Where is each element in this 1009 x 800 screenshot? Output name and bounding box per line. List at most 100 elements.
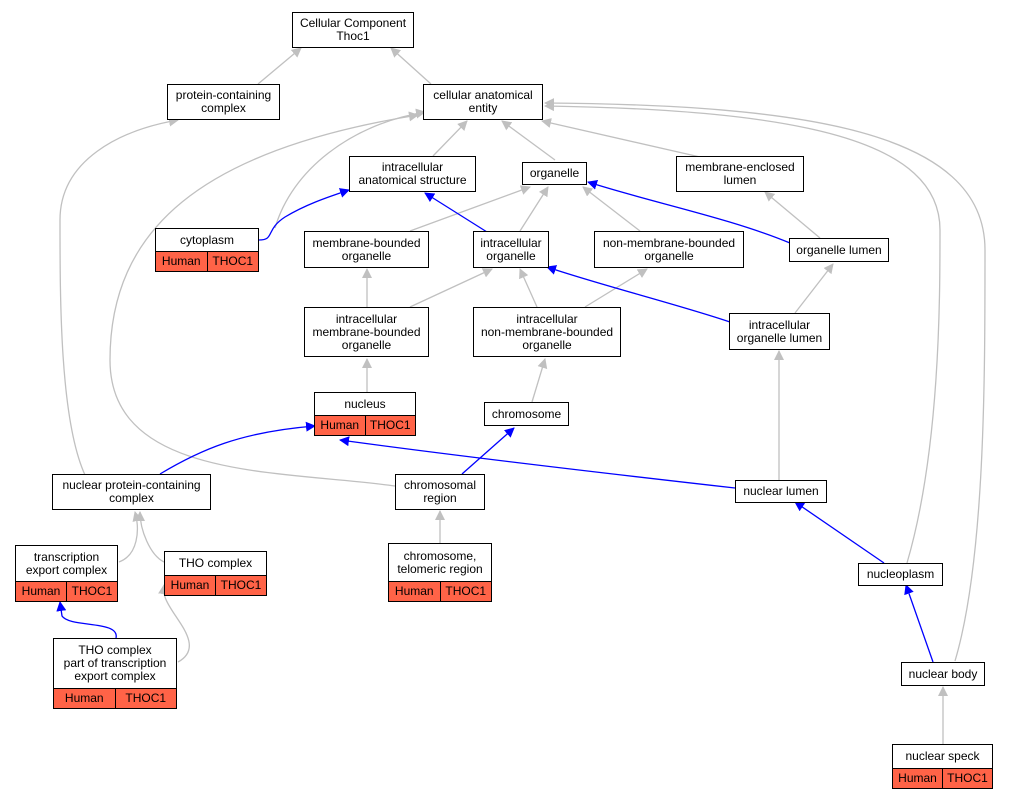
species-tag: Human: [893, 769, 942, 788]
node-nuclear-protein-containing-complex[interactable]: nuclear protein-containing complex: [52, 474, 211, 510]
edge-part-of: [794, 501, 885, 564]
node-nucleoplasm[interactable]: nucleoplasm: [858, 563, 943, 586]
node-label: chromosomal region: [403, 478, 477, 505]
gene-tag: THOC1: [439, 582, 491, 601]
node-cytoplasm[interactable]: cytoplasm Human THOC1: [155, 228, 259, 272]
node-tho-complex[interactable]: THO complex Human THOC1: [164, 551, 267, 596]
edge-isa: [390, 47, 432, 85]
node-cellular-anatomical-entity[interactable]: cellular anatomical entity: [423, 84, 543, 120]
edge-isa: [409, 268, 493, 308]
node-non-membrane-bounded-organelle[interactable]: non-membrane-bounded organelle: [594, 231, 744, 268]
node-label: nuclear protein-containing complex: [62, 478, 201, 505]
node-label: nucleus: [344, 396, 386, 411]
node-label: intracellular organelle: [480, 235, 542, 263]
edge-isa: [135, 511, 165, 563]
node-label: transcription export complex: [25, 549, 108, 577]
node-label: protein-containing complex: [175, 88, 272, 115]
node-label: intracellular anatomical structure: [358, 160, 467, 187]
annotation-row: Human THOC1: [16, 581, 117, 601]
node-label: non-membrane-bounded organelle: [602, 235, 736, 263]
species-tag: Human: [165, 576, 215, 595]
node-label: nuclear lumen: [743, 484, 819, 498]
node-organelle[interactable]: organelle: [522, 162, 587, 185]
edge-isa: [541, 118, 701, 158]
annotation-row: Human THOC1: [54, 688, 176, 708]
node-chromosome-telomeric-region[interactable]: chromosome, telomeric region Human THOC1: [388, 543, 492, 602]
edge-isa: [118, 511, 143, 563]
edge-isa: [519, 186, 549, 232]
node-cellular-component-root[interactable]: Cellular Component Thoc1: [292, 12, 414, 48]
gene-tag: THOC1: [215, 576, 266, 595]
node-label: cytoplasm: [179, 232, 235, 247]
edge-part-of: [56, 601, 117, 639]
node-label: THO complex part of transcription export…: [63, 643, 167, 683]
annotation-row: Human THOC1: [156, 251, 258, 271]
node-label: cellular anatomical entity: [433, 88, 533, 115]
edge-part-of: [546, 265, 731, 323]
annotation-row: Human THOC1: [315, 415, 415, 435]
node-membrane-bounded-organelle[interactable]: membrane-bounded organelle: [304, 231, 429, 268]
edge-isa: [519, 268, 538, 308]
edge-part-of: [339, 436, 736, 489]
node-tho-complex-part-of-transcription-export-complex[interactable]: THO complex part of transcription export…: [53, 638, 177, 709]
species-tag: Human: [16, 582, 66, 601]
node-nuclear-lumen[interactable]: nuclear lumen: [735, 480, 827, 503]
node-protein-containing-complex[interactable]: protein-containing complex: [167, 84, 280, 120]
edge-isa: [409, 185, 531, 232]
node-label: THO complex: [178, 556, 253, 570]
node-intracellular-anatomical-structure[interactable]: intracellular anatomical structure: [349, 156, 476, 192]
node-chromosomal-region[interactable]: chromosomal region: [395, 474, 485, 510]
edge-part-of: [159, 421, 316, 475]
gene-tag: THOC1: [114, 689, 176, 708]
annotation-row: Human THOC1: [893, 768, 992, 788]
gene-tag: THOC1: [66, 582, 117, 601]
edge-isa: [764, 191, 821, 239]
gene-tag: THOC1: [364, 416, 415, 435]
edge-isa: [59, 116, 179, 476]
node-label: nuclear body: [908, 666, 978, 681]
node-nuclear-body[interactable]: nuclear body: [901, 662, 985, 686]
node-transcription-export-complex[interactable]: transcription export complex Human THOC1: [15, 545, 118, 602]
species-tag: Human: [389, 582, 440, 601]
node-label: intracellular non-membrane-bounded organ…: [480, 311, 614, 352]
edge-part-of: [904, 584, 934, 663]
edge-part-of: [461, 427, 515, 475]
node-label: nuclear speck: [905, 749, 980, 763]
edge-isa: [432, 120, 468, 157]
node-intracellular-organelle[interactable]: intracellular organelle: [473, 231, 549, 268]
edge-isa: [109, 111, 419, 487]
edge-isa: [794, 263, 834, 314]
node-chromosome[interactable]: chromosome: [484, 402, 569, 426]
annotation-row: Human THOC1: [165, 575, 266, 595]
node-label: intracellular membrane-bounded organelle: [312, 311, 421, 352]
node-label: membrane-enclosed lumen: [685, 160, 795, 187]
node-label: membrane-bounded organelle: [312, 235, 421, 263]
edge-part-of: [258, 188, 350, 241]
species-tag: Human: [156, 252, 207, 271]
node-intracellular-organelle-lumen[interactable]: intracellular organelle lumen: [729, 313, 830, 350]
edge-isa: [501, 120, 556, 161]
node-organelle-lumen[interactable]: organelle lumen: [789, 238, 889, 262]
node-label: organelle: [529, 166, 580, 180]
edge-isa: [257, 47, 302, 85]
node-intracellular-membrane-bounded-organelle[interactable]: intracellular membrane-bounded organelle: [304, 307, 429, 357]
node-label: chromosome, telomeric region: [397, 548, 483, 576]
species-tag: Human: [315, 416, 365, 435]
edge-isa: [582, 186, 641, 232]
node-label: organelle lumen: [796, 242, 882, 257]
node-membrane-enclosed-lumen[interactable]: membrane-enclosed lumen: [676, 156, 804, 192]
node-label: intracellular organelle lumen: [736, 317, 823, 345]
node-nuclear-speck[interactable]: nuclear speck Human THOC1: [892, 744, 993, 789]
node-nucleus[interactable]: nucleus Human THOC1: [314, 392, 416, 436]
edge-part-of: [587, 180, 791, 244]
edge-isa: [531, 358, 548, 403]
annotation-row: Human THOC1: [389, 581, 491, 601]
node-label: Cellular Component Thoc1: [299, 16, 407, 43]
edge-part-of: [424, 192, 488, 233]
gene-tag: THOC1: [942, 769, 992, 788]
species-tag: Human: [54, 689, 115, 708]
node-intracellular-non-membrane-bounded-organelle[interactable]: intracellular non-membrane-bounded organ…: [473, 307, 621, 357]
edge-isa: [544, 98, 986, 662]
node-label: chromosome: [491, 406, 562, 421]
